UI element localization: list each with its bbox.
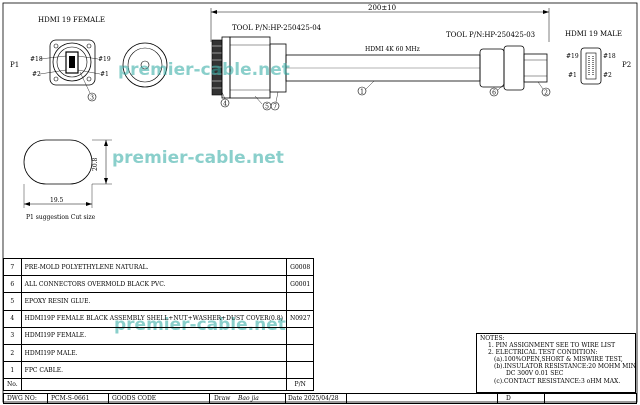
bom-desc: PRE-MOLD POLYETHYLENE NATURAL. <box>20 257 287 277</box>
bom-row: 5 EPOXY RESIN GLUE. <box>3 292 315 311</box>
male-connector-front-view <box>580 47 602 85</box>
goods-code-label: GOODS CODE <box>112 395 157 402</box>
draw-label: Draw <box>214 395 231 402</box>
watermark-top: premier-cable.net <box>118 60 290 80</box>
bom-row: 6 ALL CONNECTORS OVERMOLD BLACK PVC. G00… <box>3 275 315 294</box>
bom-no: 5 <box>3 292 22 311</box>
date-label: Date <box>288 395 303 402</box>
panel-cutout-view <box>23 139 112 208</box>
male-connector-side-view <box>479 45 548 91</box>
female-connector-rear-view <box>122 42 168 88</box>
bom-pn <box>285 292 315 311</box>
note-line: (b).INSULATOR RESISTANCE:20 MOHM MIN. <box>494 363 636 371</box>
d-box <box>497 393 545 404</box>
bom-no: 1 <box>3 361 22 380</box>
bom-no: 6 <box>3 275 22 294</box>
notes-box: NOTES: 1. PIN ASSIGNMENT SEE TO WIRE LIS… <box>476 333 636 393</box>
draw-signature: Bao jia <box>238 395 259 402</box>
left-connector-title: HDMI 19 FEMALE <box>38 16 105 24</box>
bom-desc: EPOXY RESIN GLUE. <box>20 292 287 311</box>
bom-no: 2 <box>3 343 22 363</box>
bom-no: 7 <box>3 257 22 277</box>
bom-header-row: No. P/N <box>3 378 315 392</box>
svg-text:7: 7 <box>273 104 277 111</box>
bom-pn <box>285 343 315 363</box>
female-connector-front-view <box>49 39 96 86</box>
bill-of-materials: 7 PRE-MOLD POLYETHYLENE NATURAL. G0008 6… <box>3 257 315 392</box>
svg-text:5: 5 <box>265 104 269 111</box>
pin19-right-label: #19 <box>566 53 579 60</box>
bom-pn <box>285 326 315 345</box>
svg-text:1: 1 <box>360 89 364 96</box>
balloon-6: 6 <box>489 83 505 97</box>
date-value: 2025/04/28 <box>304 395 339 402</box>
right-connector-title: HDMI 19 MALE <box>565 30 622 38</box>
note-line: (a).100%OPEN,SHORT & MISWIRE TEST, <box>494 356 623 364</box>
cable <box>285 54 481 82</box>
bom-desc: FPC CABLE. <box>20 361 287 380</box>
panel-mount-body <box>211 36 287 99</box>
d-label: D <box>506 395 511 402</box>
dwg-no-label: DWG NO: <box>7 395 37 402</box>
pin19-left-label: #19 <box>98 56 111 63</box>
bom-row: 2 HDMI19P MALE. <box>3 343 315 363</box>
note-line: (c).CONTACT RESISTANCE:3 oHM MAX. <box>494 377 621 385</box>
bom-pn: G0001 <box>285 275 315 294</box>
cutout-caption: P1 suggestion Cut size <box>26 214 96 221</box>
dwg-no-value: PCM-S-0661 <box>51 395 90 402</box>
cable-label: HDMI 4K 60 MHz <box>365 46 420 53</box>
bom-row: 1 FPC CABLE. <box>3 361 315 380</box>
pin2-right-label: #2 <box>603 72 612 79</box>
pin1-left-label: #1 <box>100 71 109 78</box>
balloon-2: 2 <box>537 81 551 97</box>
bom-desc: HDMI19P FEMALE. <box>20 326 287 345</box>
balloon-7: 7 <box>270 91 280 111</box>
p1-label: P1 <box>10 61 19 69</box>
tool-right-label: TOOL P/N:HP-250425-03 <box>446 31 535 39</box>
svg-text:6: 6 <box>492 90 496 97</box>
watermark-middle: premier-cable.net <box>112 148 284 168</box>
bom-pn: G0008 <box>285 257 315 277</box>
svg-text:4: 4 <box>223 101 227 108</box>
note-line: 1. PIN ASSIGNMENT SEE TO WIRE LIST <box>488 342 616 350</box>
length-dimension <box>210 8 550 42</box>
pin18-right-label: #18 <box>603 53 616 60</box>
bom-pn: N0927 <box>285 309 315 328</box>
balloon-4: 4 <box>220 91 230 108</box>
pin1-right-label: #1 <box>568 72 577 79</box>
bom-header-no: No. <box>3 378 22 392</box>
bom-desc: HDMI19P FEMALE BLACK ASSEMBLY SHELL+NUT+… <box>20 309 287 328</box>
bom-desc: HDMI19P MALE. <box>20 343 287 363</box>
tool-left-label: TOOL P/N:HP-250425-04 <box>232 24 322 32</box>
pin2-left-label: #2 <box>32 71 41 78</box>
cutout-width-dim: 19.5 <box>50 197 64 204</box>
balloon-3-left: 3 <box>79 71 97 102</box>
pin18-left-label: #18 <box>30 56 43 63</box>
bom-no: 4 <box>3 309 22 328</box>
title-block: DWG NO: PCM-S-0661 GOODS CODE Draw Bao j… <box>3 393 637 404</box>
bom-desc: ALL CONNECTORS OVERMOLD BLACK PVC. <box>20 275 287 294</box>
bom-row: 7 PRE-MOLD POLYETHYLENE NATURAL. G0008 <box>3 257 315 277</box>
note-line: DC 300V 0.01 SEC <box>506 370 564 378</box>
length-dimension-label: 200±10 <box>368 4 396 12</box>
bom-no: 3 <box>3 326 22 345</box>
bom-row: 4 HDMI19P FEMALE BLACK ASSEMBLY SHELL+NU… <box>3 309 315 328</box>
svg-text:3: 3 <box>90 95 94 102</box>
cutout-height-dim: 20.8 <box>92 157 99 171</box>
bom-pn <box>285 361 315 380</box>
balloon-1: 1 <box>357 80 375 96</box>
bom-header-pn: P/N <box>285 378 315 392</box>
note-line: 2. ELECTRICAL TEST CONDITION: <box>488 349 598 357</box>
bom-row: 3 HDMI19P FEMALE. <box>3 326 315 345</box>
svg-text:2: 2 <box>544 90 548 97</box>
bom-header-desc <box>20 378 287 392</box>
notes-title: NOTES: <box>480 335 505 342</box>
p2-label: P2 <box>622 61 631 69</box>
